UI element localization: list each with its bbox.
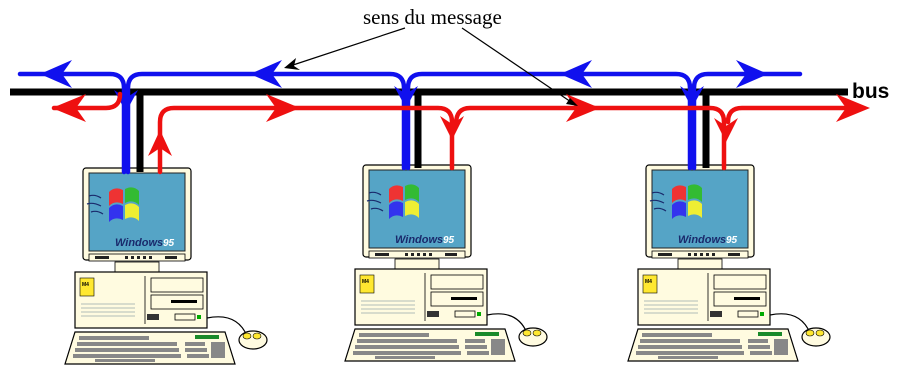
os-logo-text: Windows bbox=[395, 234, 443, 246]
os-logo-version: 95 bbox=[726, 235, 738, 246]
computer-right[interactable]: Windows 95 M4 bbox=[627, 164, 831, 362]
case-badge: M4 bbox=[82, 282, 89, 288]
red-arrowheads bbox=[52, 94, 870, 156]
bus-line bbox=[10, 88, 848, 172]
case-badge: M4 bbox=[645, 279, 652, 285]
os-logo-version: 95 bbox=[163, 238, 175, 249]
os-logo-version: 95 bbox=[443, 235, 455, 246]
computer-middle[interactable]: Windows 95 M4 bbox=[344, 164, 548, 362]
os-logo-text: Windows bbox=[115, 237, 163, 249]
case-badge: M4 bbox=[362, 279, 369, 285]
computer-left[interactable]: Windows 95 M4 bbox=[64, 167, 268, 365]
bus-label: bus bbox=[852, 80, 889, 103]
message-direction-label: sens du message bbox=[363, 5, 502, 29]
annotation-pointers bbox=[289, 27, 575, 105]
red-signal-path bbox=[51, 91, 849, 175]
annotation-arrowheads bbox=[284, 58, 578, 106]
os-logo-text: Windows bbox=[678, 234, 726, 246]
